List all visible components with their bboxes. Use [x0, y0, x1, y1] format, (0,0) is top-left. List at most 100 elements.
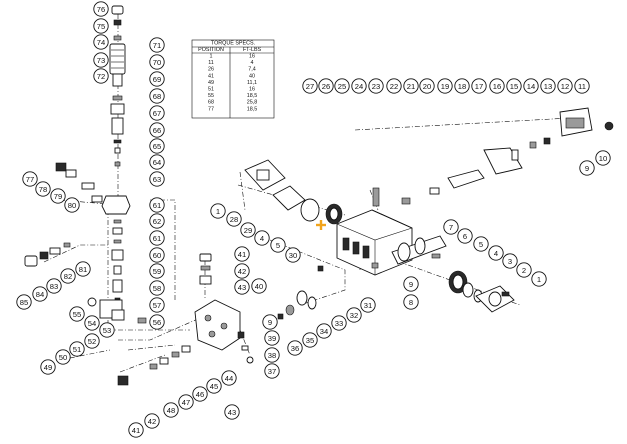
- callout-circle: [506, 78, 522, 94]
- torque-table-title: TORQUE SPECS.: [211, 41, 255, 47]
- callout-circle: [69, 306, 85, 322]
- callout-circle: [149, 171, 165, 187]
- callout-35: 35: [302, 332, 318, 348]
- callout-73: 73: [93, 52, 109, 68]
- callout-circle: [149, 230, 165, 246]
- callout-number: 4: [260, 234, 264, 243]
- callout-number: 5: [479, 240, 483, 249]
- callout-number: 16: [493, 82, 501, 91]
- callout-50: 50: [55, 349, 71, 365]
- callout-61: 61: [149, 230, 165, 246]
- callout-46: 46: [192, 386, 208, 402]
- callout-77: 77: [22, 171, 38, 187]
- callout-number: 14: [527, 82, 535, 91]
- callout-number: 42: [238, 267, 246, 276]
- callout-number: 19: [441, 82, 449, 91]
- callout-circle: [55, 349, 71, 365]
- callout-circle: [149, 314, 165, 330]
- callout-number: 9: [585, 164, 589, 173]
- callout-41: 41: [234, 246, 250, 262]
- callout-62: 62: [149, 213, 165, 229]
- callout-17: 17: [471, 78, 487, 94]
- callout-number: 31: [364, 301, 372, 310]
- callout-number: 3: [508, 257, 512, 266]
- callout-circle: [270, 237, 286, 253]
- callout-number: 21: [407, 82, 415, 91]
- callout-circle: [457, 228, 473, 244]
- callout-number: 30: [289, 251, 297, 260]
- callout-76: 76: [93, 1, 109, 17]
- callout-number: 24: [355, 82, 363, 91]
- callout-2: 2: [516, 262, 532, 278]
- callout-14: 14: [523, 78, 539, 94]
- callout-circle: [192, 386, 208, 402]
- callout-number: 18: [458, 82, 466, 91]
- callout-number: 7: [449, 223, 453, 232]
- callout-41: 41: [128, 422, 144, 438]
- callout-circle: [264, 363, 280, 379]
- callout-6: 6: [457, 228, 473, 244]
- callout-19: 19: [437, 78, 453, 94]
- callout-12: 12: [557, 78, 573, 94]
- callout-circle: [234, 279, 250, 295]
- callout-number: 76: [97, 5, 105, 14]
- torque-row-position: 55: [208, 93, 214, 99]
- callout-circle: [149, 280, 165, 296]
- callout-circle: [302, 332, 318, 348]
- callout-52: 52: [84, 333, 100, 349]
- callout-number: 1: [216, 207, 220, 216]
- callout-71: 71: [149, 37, 165, 53]
- callout-number: 62: [153, 217, 161, 226]
- callout-78: 78: [35, 181, 51, 197]
- callout-circle: [16, 294, 32, 310]
- callout-8: 8: [403, 294, 419, 310]
- callout-circle: [264, 330, 280, 346]
- callout-number: 6: [463, 232, 467, 241]
- callout-number: 23: [372, 82, 380, 91]
- callout-circle: [93, 18, 109, 34]
- callout-number: 56: [153, 318, 161, 327]
- callout-number: 41: [238, 250, 246, 259]
- callout-number: 42: [148, 417, 156, 426]
- callout-45: 45: [206, 378, 222, 394]
- torque-row-value: 25,8: [247, 100, 258, 106]
- parts-art: [24, 5, 614, 386]
- callout-circle: [346, 307, 362, 323]
- callout-number: 67: [153, 109, 161, 118]
- callout-13: 13: [540, 78, 556, 94]
- callout-circle: [531, 271, 547, 287]
- callout-number: 45: [210, 382, 218, 391]
- torque-row-position: 41: [208, 73, 214, 79]
- callout-circle: [144, 413, 160, 429]
- callout-number: 70: [153, 58, 161, 67]
- orange-plus-marker: [316, 220, 326, 230]
- callout-number: 52: [88, 337, 96, 346]
- callout-number: 34: [320, 327, 328, 336]
- torque-row-value: 40: [249, 73, 255, 79]
- callout-number: 79: [54, 192, 62, 201]
- callout-number: 84: [36, 290, 44, 299]
- callout-number: 8: [409, 298, 413, 307]
- callout-22: 22: [386, 78, 402, 94]
- callout-circle: [403, 294, 419, 310]
- callout-83: 83: [46, 278, 62, 294]
- callout-1: 1: [210, 203, 226, 219]
- callout-number: 61: [153, 201, 161, 210]
- callout-circle: [210, 203, 226, 219]
- callout-40: 40: [251, 278, 267, 294]
- callout-circle: [579, 160, 595, 176]
- callout-number: 33: [335, 319, 343, 328]
- callout-9: 9: [262, 314, 278, 330]
- callout-circle: [254, 230, 270, 246]
- callout-36: 36: [287, 340, 303, 356]
- callout-number: 36: [291, 344, 299, 353]
- callout-circle: [285, 247, 301, 263]
- callout-42: 42: [144, 413, 160, 429]
- callout-circle: [149, 154, 165, 170]
- callout-circle: [128, 422, 144, 438]
- callout-3: 3: [502, 253, 518, 269]
- callout-circle: [35, 181, 51, 197]
- callout-number: 13: [544, 82, 552, 91]
- callout-81: 81: [75, 261, 91, 277]
